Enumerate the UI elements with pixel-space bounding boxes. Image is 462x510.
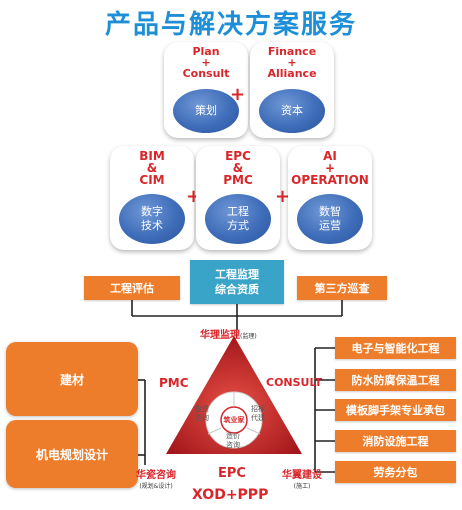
triangle-center-label: 筑业家 [223,416,245,424]
card-ai-circle: 数智 运营 [297,194,363,244]
card-epc: EPC & PMC 工程 方式 [196,146,280,250]
card-plan-circle: 策划 [173,89,239,133]
consulting-label: 华瓷咨询 (规划&设计) [124,466,188,490]
triangle-seg-investment: 投资 咨询 [195,405,209,422]
triangle-seg-bidding: 招标 代建 [251,405,265,422]
bottom-label-xod-ppp: XOD+PPP [192,487,269,503]
box-supervision-qualification: 工程监理 综合资质 [190,260,284,304]
box-formwork-scaffolding: 模板脚手架专业承包 [335,399,456,421]
box-engineering-evaluation: 工程评估 [84,276,180,300]
box-electronics-intelligent: 电子与智能化工程 [335,337,456,359]
supervision-note: (监理) [240,333,257,340]
box-third-party-inspection: 第三方巡查 [297,276,387,300]
construction-label: 华翼建设 (施工) [272,466,332,490]
triangle-label-pmc: PMC [159,376,189,390]
card-finance-circle: 资本 [259,89,325,133]
service-triangle [166,336,302,454]
plus-sign-3: + [275,186,291,207]
box-mep-planning-design: 机电规划设计 [6,420,138,488]
box-fire-protection: 消防设施工程 [335,430,456,452]
card-ai: AI + OPERATION 数智 运营 [288,146,372,250]
card-plan: Plan + Consult 策划 [164,42,248,138]
box-building-materials: 建材 [6,342,138,416]
consulting-name: 华瓷咨询 [136,470,176,481]
card-ai-head: AI + OPERATION [291,149,369,187]
box-waterproofing-insulation: 防水防腐保温工程 [335,369,456,391]
card-epc-circle: 工程 方式 [205,194,271,244]
plus-sign-1: + [230,84,246,105]
triangle-label-consult: CONSULT [266,376,323,389]
supervision-name: 华理监理 [200,330,240,341]
card-plan-head: Plan + Consult [182,45,230,80]
card-epc-head: EPC & PMC [223,149,253,187]
consulting-note: (规划&设计) [139,483,173,490]
triangle-label-epc: EPC [218,466,246,481]
card-bim: BIM & CIM 数字 技术 [110,146,194,250]
triangle-seg-cost: 造价 咨询 [226,432,240,449]
page-title: 产品与解决方案服务 [104,10,357,40]
construction-name: 华翼建设 [282,470,322,481]
box-labor-subcontract: 劳务分包 [335,461,456,483]
supervision-label: 华理监理(监理) [200,323,257,342]
card-finance: Finance + Alliance 资本 [250,42,334,138]
card-finance-head: Finance + Alliance [267,45,317,80]
triangle-center-badge [220,406,248,434]
card-bim-head: BIM & CIM [139,149,165,187]
card-bim-circle: 数字 技术 [119,194,185,244]
construction-note: (施工) [293,483,311,490]
